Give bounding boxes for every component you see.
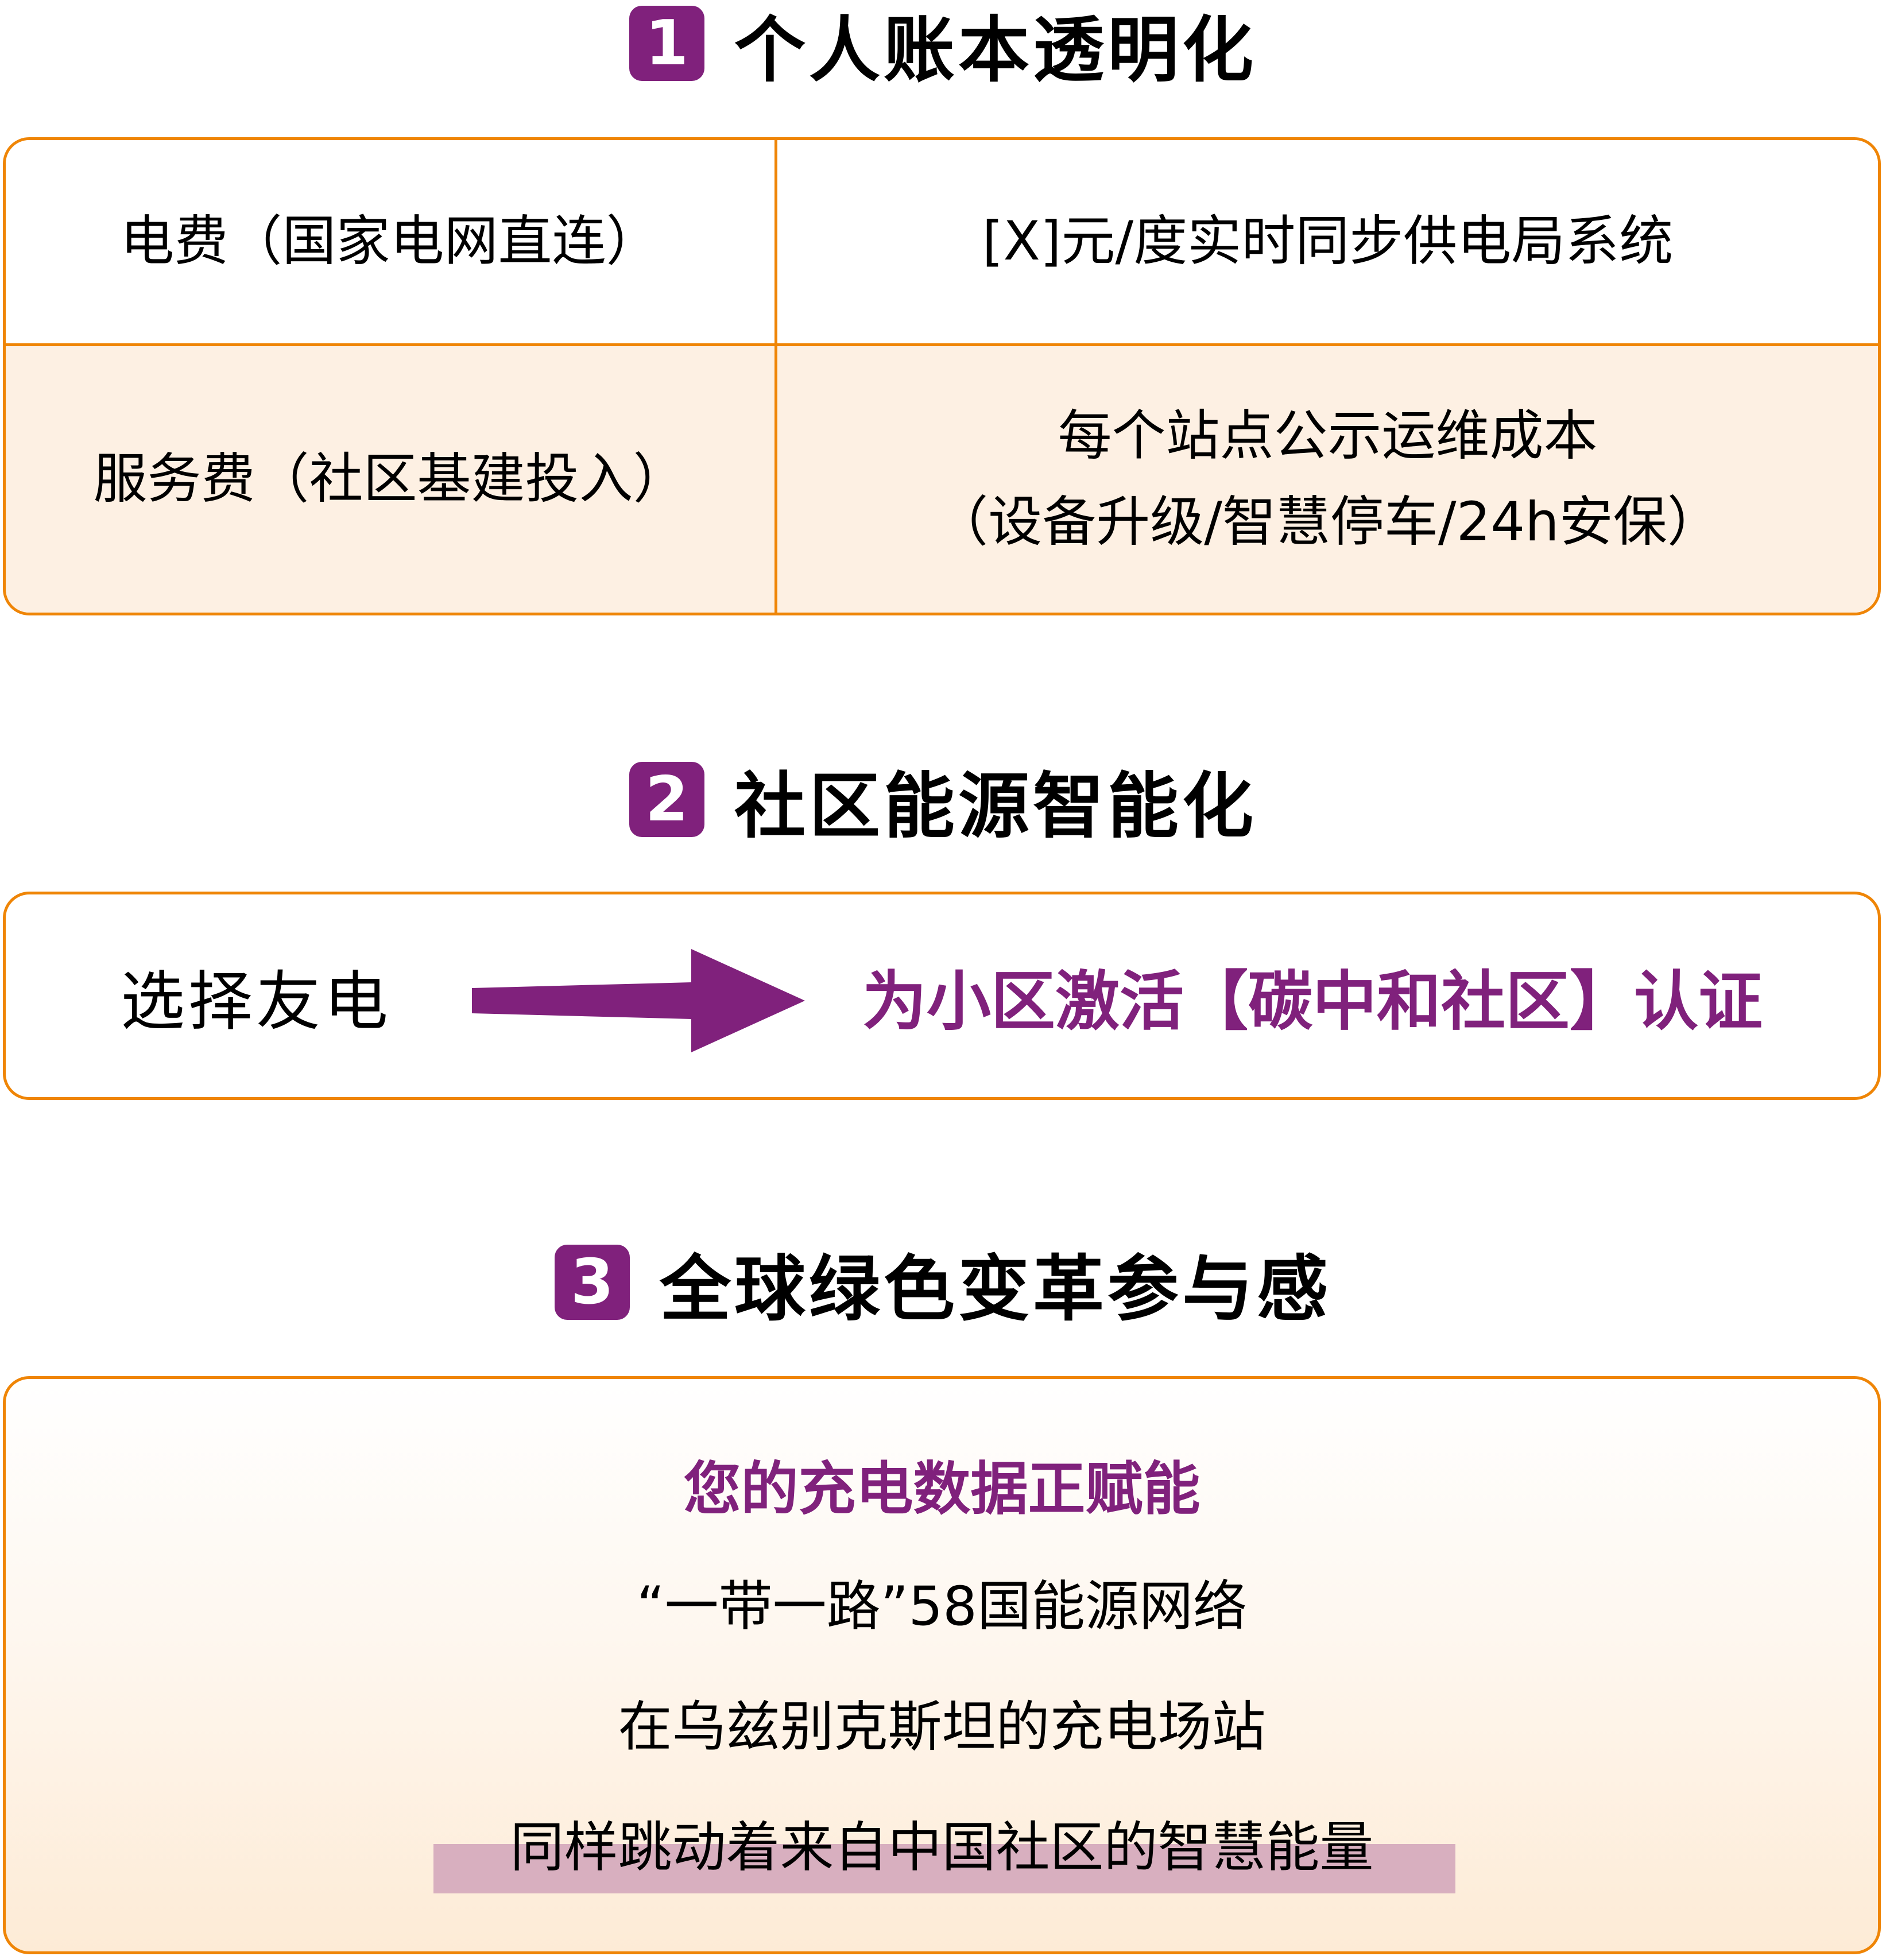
global-heading: 您的充电数据正赋能 — [683, 1455, 1200, 1523]
row-value-line: [X]元/度实时同步供电局系统 — [982, 210, 1674, 273]
text-highlight-bar — [433, 1844, 1455, 1893]
table-row: 服务费（社区基建投入） 每个站点公示运维成本 （设备升级/智慧停车/24h安保） — [6, 346, 1878, 613]
global-line: “一带一路”58国能源网络 — [636, 1575, 1247, 1638]
billing-transparency-table: 电费（国家电网直连） [X]元/度实时同步供电局系统 服务费（社区基建投入） 每… — [3, 137, 1881, 615]
row-label: 电费（国家电网直连） — [6, 140, 777, 343]
section-number-badge: 3 — [554, 1245, 630, 1320]
row-value-line: 每个站点公示运维成本 — [1058, 405, 1598, 467]
flow-source: 选择友电 — [121, 964, 392, 1039]
section-number-badge: 2 — [629, 762, 704, 837]
right-arrow-icon — [472, 949, 805, 1052]
section-heading: 全球绿色变革参与感 — [659, 1248, 1331, 1331]
section-number-badge: 1 — [629, 6, 704, 81]
flow-target: 为小区激活【碳中和社区】认证 — [862, 964, 1763, 1039]
table-row: 电费（国家电网直连） [X]元/度实时同步供电局系统 — [6, 140, 1878, 346]
section-2-title: 2 社区能源智能化 — [0, 762, 1886, 848]
section-heading: 社区能源智能化 — [734, 765, 1257, 848]
community-energy-flow: 选择友电 为小区激活【碳中和社区】认证 — [3, 892, 1881, 1100]
row-value: [X]元/度实时同步供电局系统 — [777, 140, 1878, 343]
global-green-box: 您的充电数据正赋能 “一带一路”58国能源网络 在乌兹别克斯坦的充电场站 同样跳… — [3, 1376, 1881, 1954]
row-label: 服务费（社区基建投入） — [6, 346, 777, 613]
global-line: 在乌兹别克斯坦的充电场站 — [618, 1696, 1266, 1758]
global-line-highlighted: 同样跳动着来自中国社区的智慧能量 — [510, 1816, 1374, 1879]
section-heading: 个人账本透明化 — [734, 9, 1257, 92]
section-1-title: 1 个人账本透明化 — [0, 6, 1886, 92]
section-3-title: 3 全球绿色变革参与感 — [0, 1245, 1886, 1331]
row-value: 每个站点公示运维成本 （设备升级/智慧停车/24h安保） — [777, 346, 1878, 613]
row-value-line: （设备升级/智慧停车/24h安保） — [934, 491, 1721, 553]
